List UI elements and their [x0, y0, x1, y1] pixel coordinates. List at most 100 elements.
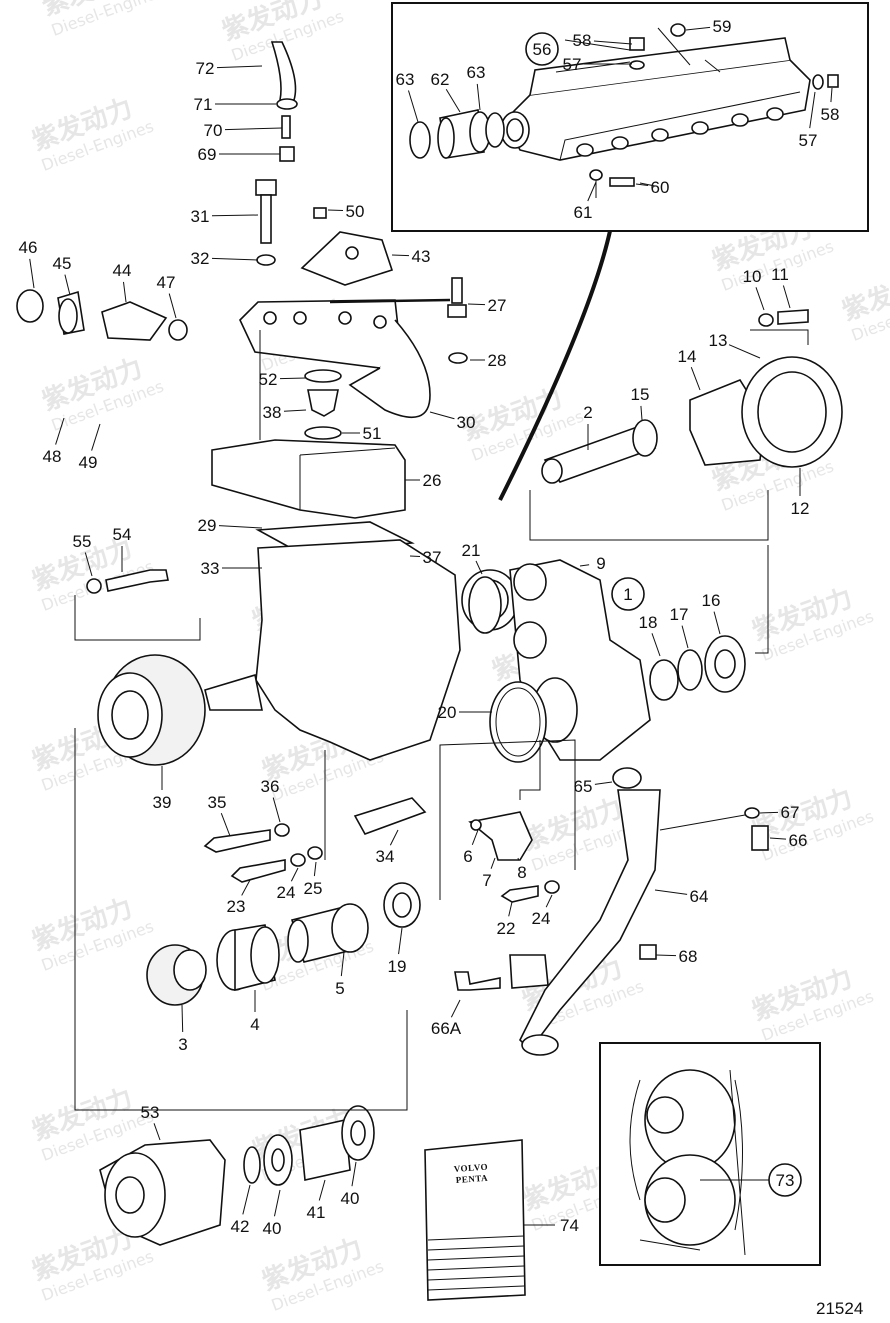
- part-label-55: 55: [73, 532, 92, 551]
- leader-line-18: [651, 633, 661, 657]
- part-label-30: 30: [457, 413, 476, 432]
- part-label-21: 21: [462, 541, 481, 560]
- part-label-2: 2: [583, 403, 592, 422]
- part-label-72: 72: [196, 59, 215, 78]
- part-label-46: 46: [19, 238, 38, 257]
- leader-line-27: [467, 303, 486, 306]
- part-label-61: 61: [574, 203, 593, 222]
- manual-book: VOLVO PENTA 74: [453, 1162, 578, 1235]
- leader-line-24: [290, 867, 299, 882]
- manual-ref-label: 74: [560, 1216, 579, 1235]
- part-label-4: 4: [250, 1015, 259, 1034]
- part-label-53: 53: [141, 1103, 160, 1122]
- leader-line-8: [517, 857, 520, 861]
- part-label-40: 40: [263, 1219, 282, 1238]
- leader-line-38: [283, 409, 307, 412]
- part-label-50: 50: [346, 202, 365, 221]
- part-label-15: 15: [631, 385, 650, 404]
- leader-line-62: [445, 89, 461, 113]
- leader-line-59: [685, 26, 711, 31]
- part-label-59: 59: [713, 17, 732, 36]
- leader-line-10: [755, 287, 765, 311]
- part-label-3: 3: [178, 1035, 187, 1054]
- part-label-60: 60: [651, 178, 670, 197]
- leader-line-46: [29, 258, 35, 289]
- leader-line-49: [91, 423, 101, 451]
- leader-line-15: [640, 405, 643, 421]
- manual-line-1: VOLVO: [453, 1162, 488, 1174]
- leader-line-14: [690, 367, 701, 391]
- leader-line-68: [655, 954, 677, 957]
- part-label-38: 38: [263, 403, 282, 422]
- part-label-57b: 57: [799, 131, 818, 150]
- part-label-57: 57: [563, 55, 582, 74]
- part-label-49: 49: [79, 453, 98, 472]
- part-label-48: 48: [43, 447, 62, 466]
- part-label-58b: 58: [821, 105, 840, 124]
- part-label-27: 27: [488, 296, 507, 315]
- part-label-24b: 24: [532, 909, 551, 928]
- leader-line-63: [407, 90, 419, 123]
- part-label-68: 68: [679, 947, 698, 966]
- leader-line-47: [168, 293, 177, 319]
- part-label-69: 69: [198, 145, 217, 164]
- part-label-70: 70: [204, 121, 223, 140]
- part-label-52: 52: [259, 370, 278, 389]
- leader-line-57b: [809, 91, 816, 129]
- part-label-16: 16: [702, 591, 721, 610]
- part-label-23: 23: [227, 897, 246, 916]
- leader-line-32: [211, 257, 259, 261]
- leader-line-6: [471, 829, 479, 845]
- part-label-62: 62: [431, 70, 450, 89]
- leader-line-3: [181, 1004, 184, 1033]
- leader-line-44: [122, 281, 127, 303]
- leader-line-64: [654, 889, 688, 895]
- part-label-22: 22: [497, 919, 516, 938]
- leader-line-55: [84, 552, 93, 577]
- leader-line-40b: [351, 1161, 357, 1187]
- part-label-25: 25: [304, 879, 323, 898]
- part-label-13: 13: [709, 331, 728, 350]
- part-label-41: 41: [307, 1203, 326, 1222]
- part-label-65: 65: [574, 777, 593, 796]
- leader-line-11: [782, 285, 791, 309]
- part-label-8: 8: [517, 863, 526, 882]
- part-label-37: 37: [423, 548, 442, 567]
- leader-line-52: [279, 377, 307, 380]
- part-label-44: 44: [113, 261, 132, 280]
- leader-line-66: [769, 837, 787, 840]
- manual-line-2: PENTA: [455, 1173, 488, 1185]
- part-label-5: 5: [335, 979, 344, 998]
- part-label-36: 36: [261, 777, 280, 796]
- part-label-45: 45: [53, 254, 72, 273]
- part-label-9: 9: [596, 554, 605, 573]
- leader-line-13: [728, 344, 761, 359]
- part-label-66: 66: [789, 831, 808, 850]
- part-label-71: 71: [194, 95, 213, 114]
- part-label-47: 47: [157, 273, 176, 292]
- part-label-7: 7: [482, 871, 491, 890]
- part-label-51: 51: [363, 424, 382, 443]
- circled-label-56: 56: [533, 40, 552, 59]
- circled-labels: 56 1 73: [525, 32, 794, 1190]
- leader-line-30: [429, 411, 455, 420]
- part-label-66A: 66A: [431, 1019, 462, 1038]
- leader-line-9: [579, 564, 590, 567]
- part-label-34: 34: [376, 847, 395, 866]
- leader-line-70: [224, 127, 283, 131]
- part-label-14: 14: [678, 347, 697, 366]
- leader-line-31: [211, 214, 259, 217]
- part-label-64: 64: [690, 887, 709, 906]
- leader-line-63b: [476, 83, 481, 111]
- figure-number: 21524: [816, 1299, 863, 1318]
- part-label-26: 26: [423, 471, 442, 490]
- part-label-20: 20: [438, 703, 457, 722]
- leader-line-34: [389, 829, 399, 846]
- leader-line-53: [153, 1123, 161, 1141]
- leader-line-65: [594, 781, 613, 785]
- leader-line-67: [759, 811, 779, 814]
- part-label-17: 17: [670, 605, 689, 624]
- part-label-10: 10: [743, 267, 762, 286]
- leader-line-7: [490, 857, 496, 869]
